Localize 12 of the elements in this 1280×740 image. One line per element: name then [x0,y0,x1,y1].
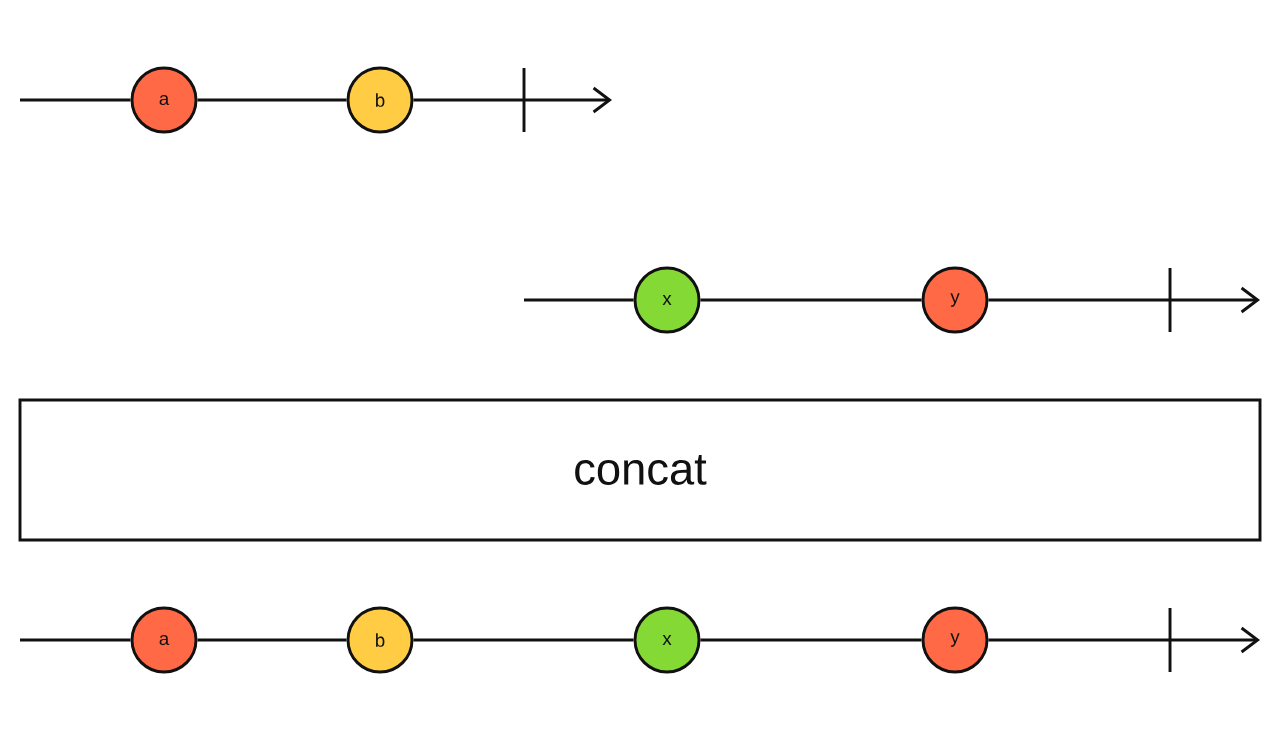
timeline-line [20,98,131,102]
timeline-arrow [988,626,1260,654]
timeline-line [700,298,922,302]
timeline-line [413,638,634,642]
timeline-line [700,638,922,642]
timeline-arrow [988,286,1260,314]
timeline-line [20,638,131,642]
timeline-arrow [413,86,612,114]
timeline-line [197,98,347,102]
timeline-line [197,638,347,642]
operator-box: concat [18,398,1262,542]
timeline-line [524,298,634,302]
